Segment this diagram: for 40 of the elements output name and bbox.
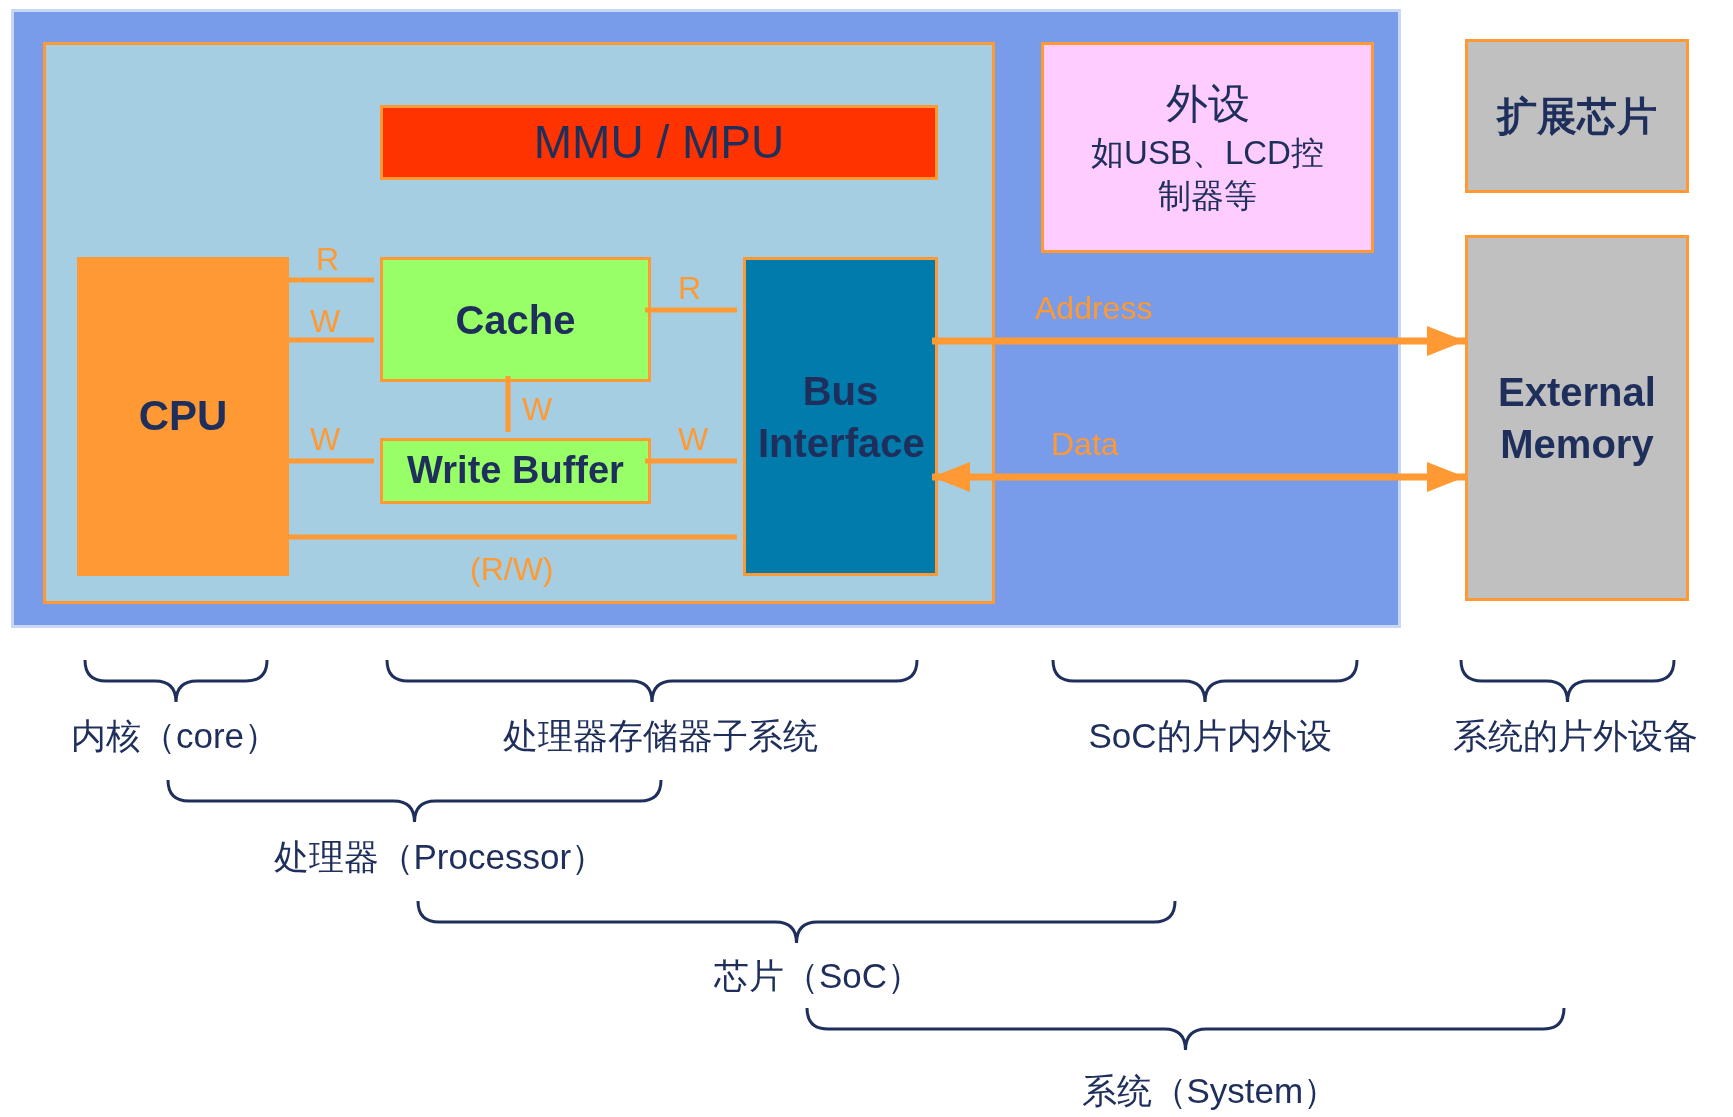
edge-label: W	[310, 423, 341, 455]
expansion-chip-box	[1465, 39, 1689, 193]
bracket-caption: 处理器存储器子系统	[502, 717, 818, 756]
processor-panel	[43, 42, 995, 604]
bracket-caption: 系统（System）	[1081, 1072, 1339, 1111]
connector-line	[505, 376, 511, 432]
node-label: 扩展芯片	[1497, 93, 1657, 140]
node-label: Write Buffer	[407, 448, 624, 494]
bus-interface-box	[743, 257, 938, 576]
edge-label: Data	[1051, 428, 1119, 460]
connector-line	[645, 307, 737, 313]
bracket-caption: 系统的片外设备	[1452, 717, 1698, 756]
bracket-caption: 内核（core）	[71, 717, 280, 756]
edge-label: Address	[1035, 292, 1153, 324]
edge-label: R	[316, 243, 340, 275]
edge-label: R	[678, 272, 702, 304]
external-memory-box	[1465, 235, 1689, 601]
node-label: MMU / MPU	[533, 114, 785, 170]
node-label: 外设	[1165, 79, 1250, 130]
cpu-box	[77, 257, 289, 576]
bracket-caption: 芯片（SoC）	[714, 957, 923, 996]
bracket-caption: 处理器（Processor）	[273, 838, 607, 877]
cache-box	[380, 257, 651, 382]
arrow	[932, 462, 1465, 492]
mmu-box	[380, 105, 938, 180]
bracket-caption: SoC的片内外设	[1088, 717, 1332, 756]
edge-label: W	[678, 423, 709, 455]
edge-label: W	[522, 393, 553, 425]
edge-label: W	[310, 305, 341, 337]
connector-line	[645, 458, 737, 464]
edge-label: (R/W)	[470, 553, 554, 585]
write-buffer-box	[380, 438, 651, 504]
arrow	[932, 326, 1465, 356]
peripheral-box	[1041, 42, 1374, 253]
node-label: External Memory	[1497, 369, 1657, 468]
chip-region-background	[11, 9, 1401, 628]
node-label: Cache	[455, 296, 576, 344]
node-label: CPU	[138, 391, 228, 442]
node-label: 如USB、LCD控制器等	[1090, 132, 1325, 216]
node-label: Bus Interface	[758, 367, 923, 467]
